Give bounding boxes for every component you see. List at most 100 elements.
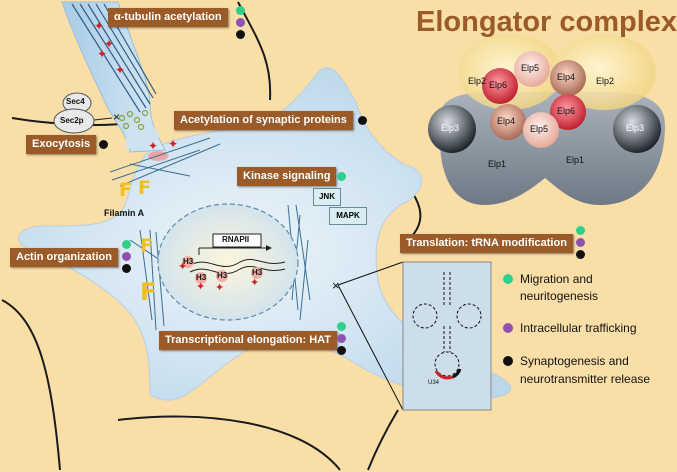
presynaptic-bouton (126, 123, 160, 150)
elp1-right-label: Elp1 (566, 155, 585, 165)
svg-text:✦: ✦ (148, 139, 158, 153)
svg-text:✦: ✦ (94, 19, 104, 33)
histones (182, 256, 263, 284)
label-actin-organization: Actin organization (10, 248, 118, 267)
elp5-top (514, 51, 550, 87)
elp4-bottom-label: Elp4 (497, 116, 516, 126)
svg-text:✦: ✦ (250, 276, 259, 289)
elp3-right (613, 105, 661, 153)
legend-migration-line2: neuritogenesis (520, 289, 599, 303)
trafficking-dot (576, 238, 585, 247)
legend-synaptogenesis-line2: neurotransmitter release (520, 372, 651, 386)
label-kinase-signaling: Kinase signaling (237, 167, 337, 186)
svg-text:F: F (138, 177, 151, 199)
migration-dot (122, 240, 131, 249)
elp2-left-label: Elp2 (468, 76, 487, 86)
legend-synaptogenesis-line1: Synaptogenesis and (520, 354, 629, 368)
svg-text:✦: ✦ (168, 137, 178, 151)
synaptogenesis-dot (337, 346, 346, 355)
elp6-right (550, 94, 586, 130)
trna-inset (402, 261, 492, 411)
jnk-box: JNK (313, 188, 341, 206)
mapk-box: MAPK (329, 207, 367, 225)
migration-dot (337, 322, 346, 331)
page-title: Elongator complex (416, 6, 677, 38)
trafficking-dot (236, 18, 245, 27)
dna-strand (189, 265, 286, 274)
elongator-complex (428, 34, 665, 205)
label-synaptic-acetylation: Acetylation of synaptic proteins (174, 111, 353, 130)
elp2-right-label: Elp2 (596, 76, 615, 86)
actin-filaments (109, 137, 311, 331)
trafficking-dot (337, 334, 346, 343)
synaptogenesis-dot (99, 140, 108, 149)
elp6-left-label: Elp6 (489, 80, 508, 90)
sec4-label: Sec4 (66, 97, 85, 106)
dna-strand (189, 258, 286, 267)
svg-text:✦: ✦ (97, 47, 107, 61)
elp5-bottom-label: Elp5 (530, 124, 549, 134)
legend-trafficking-line1: Intracellular trafficking (520, 321, 637, 335)
synaptic-vesicles (118, 109, 149, 131)
svg-text:F: F (140, 235, 153, 257)
migration-dot (576, 226, 585, 235)
membrane-boundary (237, 1, 272, 101)
svg-text:F: F (119, 179, 132, 201)
elp3-left (428, 105, 476, 153)
transcription-arrow (266, 245, 272, 251)
elp5-top-label: Elp5 (521, 63, 540, 73)
nucleus (157, 203, 299, 321)
sec2p-protein (53, 108, 95, 134)
elp3-right-label: Elp3 (626, 123, 645, 133)
migration-dot (236, 6, 245, 15)
svg-text:✦: ✦ (178, 260, 187, 273)
elp1-left-label: Elp1 (488, 159, 507, 169)
membrane-boundary (117, 415, 341, 471)
svg-text:✦: ✦ (104, 37, 114, 51)
h3-label: H3 (183, 257, 194, 266)
svg-text:✦: ✦ (196, 280, 205, 293)
cross-mark: × (332, 278, 340, 293)
elp4-top-label: Elp4 (557, 72, 576, 82)
svg-text:✦: ✦ (115, 63, 125, 77)
svg-text:✦: ✦ (215, 281, 224, 294)
trafficking-dot (122, 252, 131, 261)
svg-text:F: F (140, 278, 156, 306)
label-exocytosis: Exocytosis (26, 135, 97, 154)
rnapii-label: RNAPII (222, 235, 250, 244)
membrane-boundary (367, 409, 399, 471)
synaptogenesis-dot (358, 116, 367, 125)
synaptogenesis-dot (122, 264, 131, 273)
h3-label: H3 (196, 273, 207, 282)
elp4-bottom (490, 104, 526, 140)
legend-synaptogenesis-dot (503, 356, 513, 366)
migration-dot (337, 172, 346, 181)
trna-connector (337, 261, 404, 286)
elp5-bottom (523, 112, 559, 148)
histone-stars: ✦ ✦ ✦ ✦ (178, 260, 259, 294)
synaptogenesis-dot (236, 30, 245, 39)
elp4-top (550, 60, 586, 96)
rnapii-box (212, 233, 262, 248)
label-trna-modification: Translation: tRNA modification (400, 234, 573, 253)
elp3-left-label: Elp3 (441, 123, 460, 133)
elp6-right-label: Elp6 (557, 106, 576, 116)
legend-trafficking-dot (503, 323, 513, 333)
membrane-boundary (1, 299, 61, 471)
label-tubulin-acetylation: α-tubulin acetylation (108, 8, 228, 27)
trna-cloverleaf (412, 272, 482, 377)
elp6-left (482, 68, 518, 104)
legend-migration-line1: Migration and (520, 272, 593, 286)
synaptogenesis-dot (576, 250, 585, 259)
label-transcriptional-elongation: Transcriptional elongation: HAT (159, 331, 338, 350)
inhibition-mark: × (113, 110, 120, 124)
legend-migration-dot (503, 274, 513, 284)
h3-label: H3 (217, 271, 228, 280)
trna-connector (337, 284, 404, 411)
sec-arrow (93, 117, 113, 121)
u34-anticodon (434, 370, 454, 380)
sec2p-label: Sec2p (60, 116, 84, 125)
u34-label: U34 (428, 380, 440, 386)
